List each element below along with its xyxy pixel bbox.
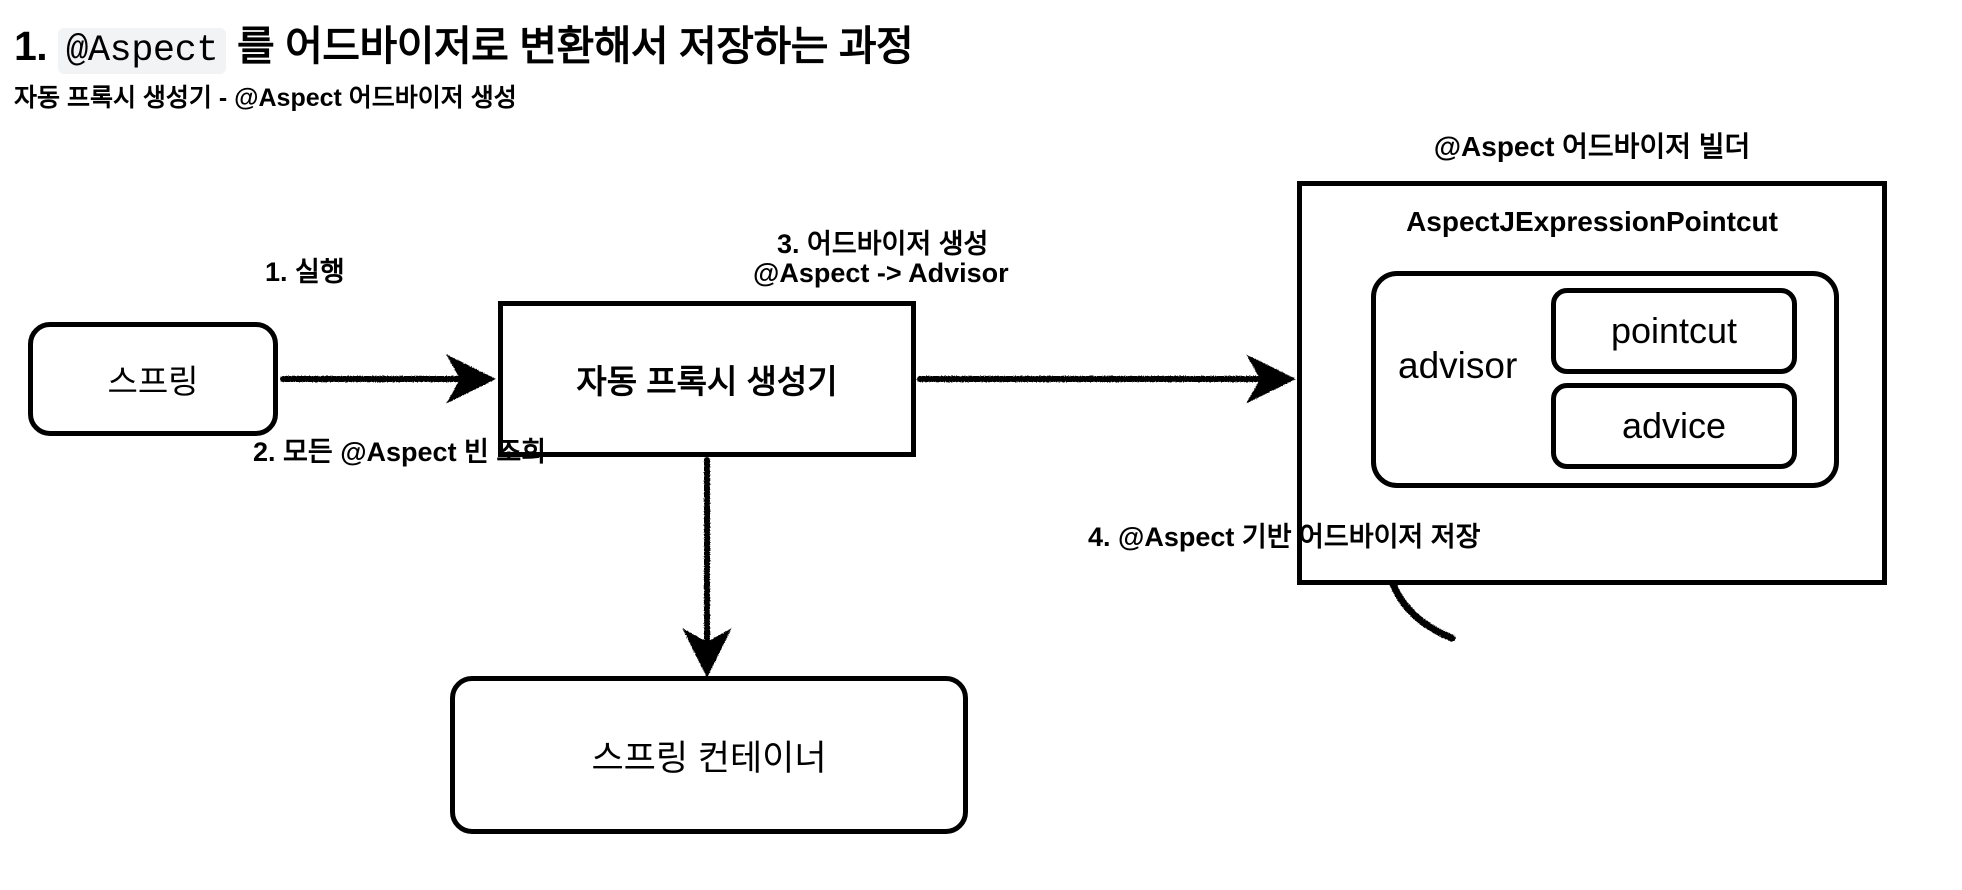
node-auto-proxy-creator-label: 자동 프록시 생성기 <box>576 363 838 400</box>
page-title: 1. @Aspect 를 어드바이저로 변환해서 저장하는 과정 <box>14 12 914 74</box>
node-pointcut-label: pointcut <box>1610 310 1738 351</box>
arrow-label-step2: 2. 모든 @Aspect 빈 조회 <box>253 437 547 467</box>
node-spring[interactable]: 스프링 <box>28 322 278 436</box>
page-title-number: 1. <box>14 23 48 69</box>
arrow-label-step1: 1. 실행 <box>265 257 345 287</box>
node-spring-container[interactable]: 스프링 컨테이너 <box>450 676 968 834</box>
arrow-label-step3-line1: 3. 어드바이저 생성 <box>777 229 989 259</box>
page-title-rest: 를 어드바이저로 변환해서 저장하는 과정 <box>236 23 914 69</box>
pointcut-class-label: AspectJExpressionPointcut <box>1406 206 1778 237</box>
node-advice[interactable]: advice <box>1551 383 1797 469</box>
page-subtitle: 자동 프록시 생성기 - @Aspect 어드바이저 생성 <box>14 84 517 112</box>
arrow-label-step4: 4. @Aspect 기반 어드바이저 저장 <box>1088 522 1481 552</box>
arrow-label-step3-line2: @Aspect -> Advisor <box>753 258 1009 288</box>
node-auto-proxy-creator[interactable]: 자동 프록시 생성기 <box>498 301 916 457</box>
node-advice-label: advice <box>1621 405 1727 446</box>
page-title-code-chip: @Aspect <box>58 28 227 74</box>
node-advisor-label: advisor <box>1398 345 1518 386</box>
node-pointcut[interactable]: pointcut <box>1551 288 1797 374</box>
node-spring-container-label: 스프링 컨테이너 <box>591 738 827 778</box>
panel-title: @Aspect 어드바이저 빌더 <box>1433 131 1751 162</box>
node-spring-label: 스프링 <box>107 363 199 400</box>
